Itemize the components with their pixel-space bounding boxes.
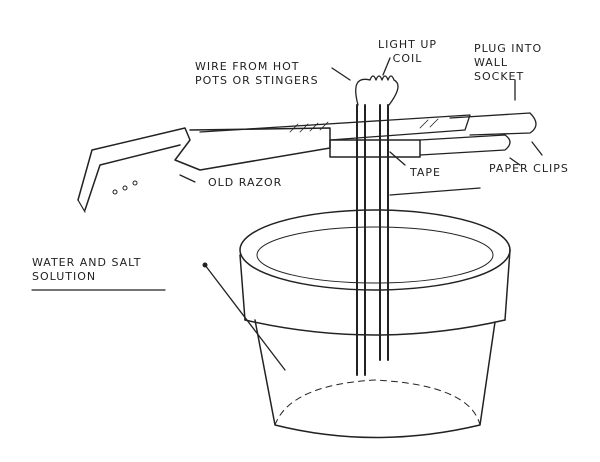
coil-drawing bbox=[355, 75, 399, 106]
razor-drawing bbox=[77, 114, 471, 213]
label-wire: Wire from hot pots or stingers bbox=[195, 60, 319, 87]
paper-clip-2 bbox=[449, 112, 537, 136]
label-tape: Tape bbox=[410, 166, 441, 179]
label-plug: Plug into wall socket bbox=[474, 42, 543, 83]
tape-block bbox=[329, 139, 421, 158]
label-paper-clips: Paper clips bbox=[489, 162, 569, 175]
label-water: Water and salt solution bbox=[32, 256, 142, 283]
label-razor: Old razor bbox=[208, 176, 283, 189]
leader-lines bbox=[179, 57, 543, 371]
label-coil: Light up coil bbox=[378, 38, 438, 65]
electrodes bbox=[356, 104, 389, 376]
pot-drawing bbox=[239, 209, 511, 439]
paper-clip-1 bbox=[419, 134, 511, 156]
